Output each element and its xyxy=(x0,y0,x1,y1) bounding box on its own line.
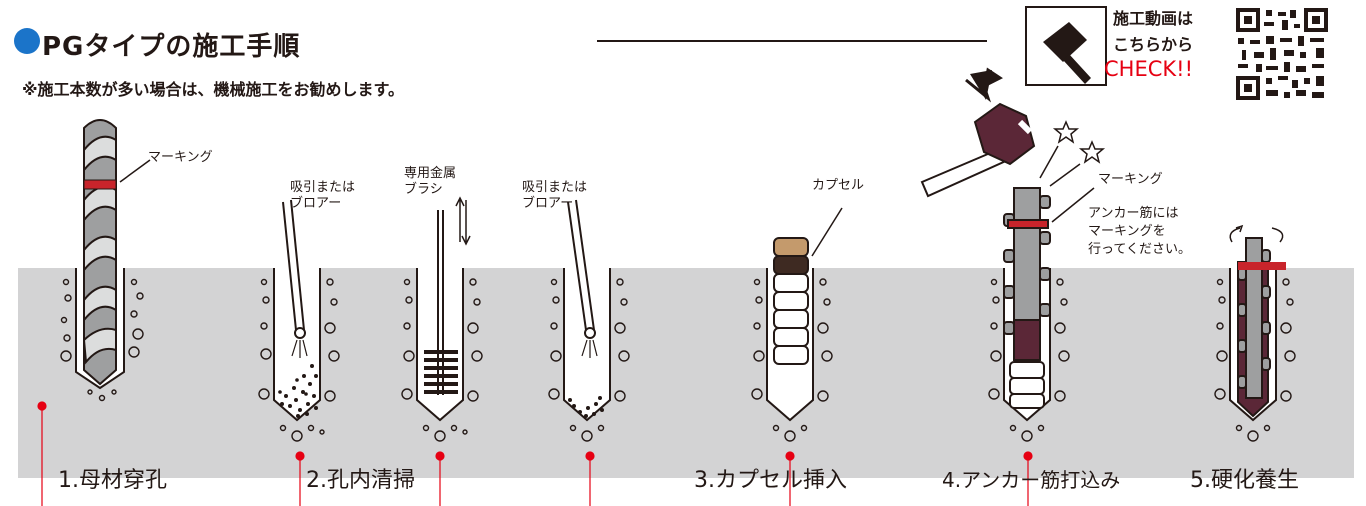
suction-nozzle-a xyxy=(282,199,308,358)
callout-brush-1: 専用金属 xyxy=(404,166,457,181)
title-rule xyxy=(597,40,987,42)
video-text-line1: 施工動画は xyxy=(1113,9,1194,28)
capsule xyxy=(773,207,843,365)
callout-suction-a-2: ブロアー xyxy=(290,196,342,211)
hole-2 xyxy=(273,268,321,422)
impact-arrow-head xyxy=(970,70,992,100)
callout-brush-2: ブラシ xyxy=(404,182,443,197)
callout-anchor-note-2: マーキングを xyxy=(1088,224,1166,239)
step-label-2: 2.孔内清掃 xyxy=(306,468,415,493)
callout-anchor-note-1: アンカー筋には xyxy=(1088,206,1179,221)
concrete-base xyxy=(18,268,1354,478)
suction-nozzle-b xyxy=(567,199,598,358)
page-title: PGタイプの施工手順 xyxy=(42,32,301,62)
callout-suction-b-2: ブロアー xyxy=(522,196,574,211)
callout-marking-2: マーキング xyxy=(1098,172,1163,187)
aggregate-bubbles xyxy=(60,278,1296,442)
title-bullet xyxy=(14,28,40,54)
video-text-line2: こちらから xyxy=(1113,35,1194,54)
dust-particles-b xyxy=(568,396,604,418)
drill-bit xyxy=(82,119,151,386)
hammer-icon xyxy=(1043,22,1091,84)
red-indicator-pins xyxy=(37,401,1033,506)
page-subtitle: ※施工本数が多い場合は、機械施工をお勧めします。 xyxy=(22,80,404,99)
marking-band-1 xyxy=(83,179,117,190)
callout-suction-a-1: 吸引または xyxy=(290,180,356,195)
step-label-5: 5.硬化養生 xyxy=(1190,468,1299,493)
metal-brush xyxy=(424,196,471,395)
anchor-rod xyxy=(1003,187,1095,409)
hole-3 xyxy=(416,268,464,422)
qr-code xyxy=(1236,8,1328,100)
video-check-link[interactable]: CHECK!! xyxy=(1104,57,1193,81)
callout-capsule: カプセル xyxy=(812,178,865,193)
callout-marking-1: マーキング xyxy=(148,150,213,165)
marking-band-2 xyxy=(1007,219,1049,229)
step-label-3: 3.カプセル挿入 xyxy=(694,468,847,493)
video-hammer-box[interactable] xyxy=(1025,6,1107,86)
callout-anchor-note-3: 行ってください。 xyxy=(1088,242,1191,257)
callout-suction-b-1: 吸引または xyxy=(522,180,588,195)
hole-4 xyxy=(563,268,611,422)
impact-stars xyxy=(1039,120,1106,187)
dust-particles-a xyxy=(278,364,318,418)
hammer xyxy=(920,102,1036,198)
cured-anchor xyxy=(1229,224,1286,418)
step-label-1: 1.母材穿孔 xyxy=(58,468,167,493)
step-label-4: 4.アンカー筋打込み xyxy=(942,468,1121,492)
